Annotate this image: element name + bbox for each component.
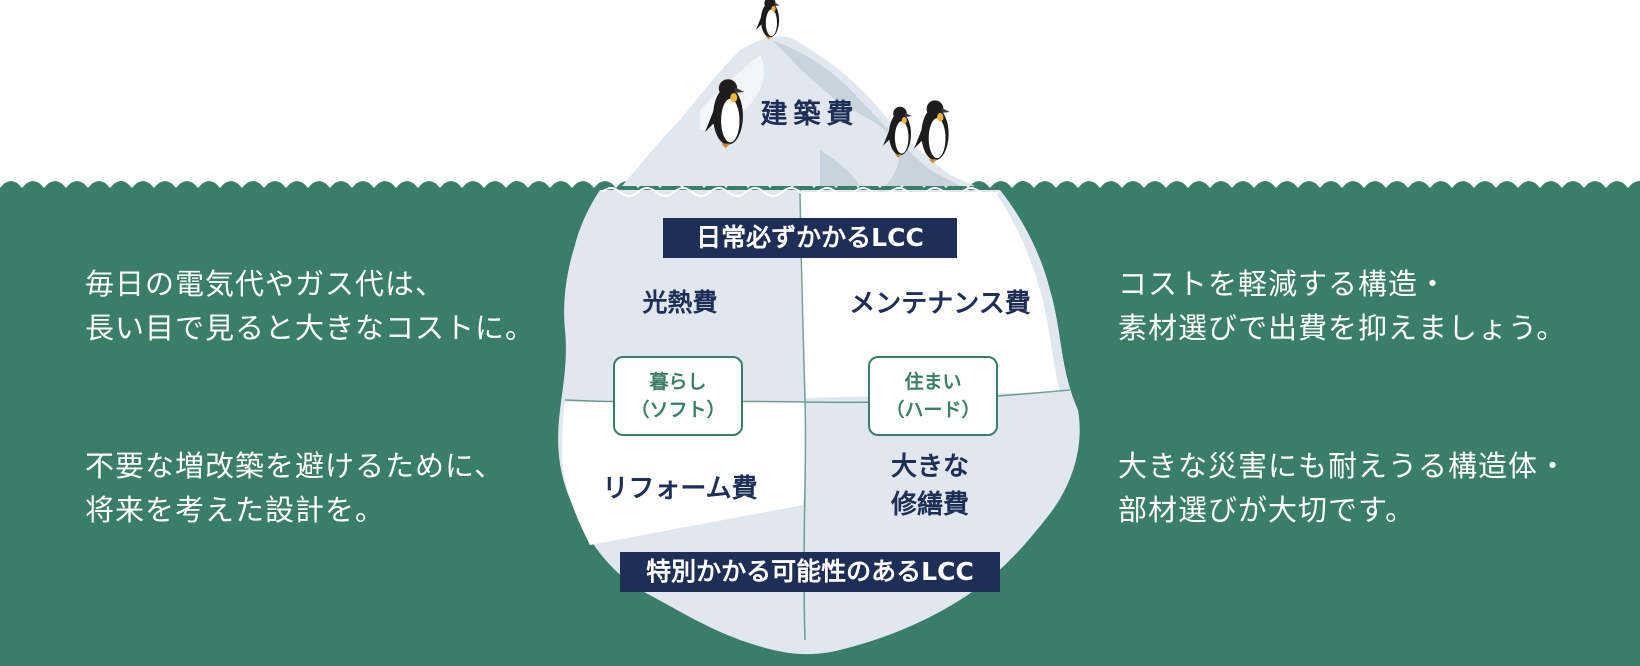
maintenance-cost-label: メンテナンス費 <box>820 283 1060 320</box>
hard-box-line: （ハード） <box>870 396 996 424</box>
soft-box: 暮らし （ソフト） <box>613 356 743 436</box>
right-text-maintenance: コストを軽減する構造・ 素材選びで出費を抑えましょう。 <box>1118 262 1566 350</box>
soft-box-line: （ソフト） <box>615 396 741 424</box>
text-line: 毎日の電気代やガス代は、 <box>85 262 535 306</box>
hard-box-line: 住まい <box>870 368 996 396</box>
construction-cost-label: 建築費 <box>740 92 880 131</box>
text-line: 素材選びで出費を抑えましょう。 <box>1118 306 1566 350</box>
reform-cost-label: リフォーム費 <box>585 468 775 505</box>
right-text-repair: 大きな災害にも耐えうる構造体・ 部材選びが大切です。 <box>1118 444 1568 532</box>
text-line: 大きな災害にも耐えうる構造体・ <box>1118 444 1568 488</box>
soft-box-line: 暮らし <box>615 368 741 396</box>
text-line: 将来を考えた設計を。 <box>85 488 504 532</box>
major-repair-line: 大きな <box>860 448 1000 486</box>
utility-cost-label: 光熱費 <box>600 283 760 319</box>
text-line: 不要な増改築を避けるために、 <box>85 444 504 488</box>
hard-box: 住まい （ハード） <box>868 356 998 436</box>
banner-special-lcc: 特別かかる可能性のあるLCC <box>620 552 1000 592</box>
left-text-reform: 不要な増改築を避けるために、 将来を考えた設計を。 <box>85 444 504 532</box>
text-line: 長い目で見ると大きなコストに。 <box>85 306 535 350</box>
banner-daily-lcc: 日常必ずかかるLCC <box>663 218 957 258</box>
left-text-utility: 毎日の電気代やガス代は、 長い目で見ると大きなコストに。 <box>85 262 535 350</box>
major-repair-line: 修繕費 <box>860 486 1000 524</box>
text-line: コストを軽減する構造・ <box>1118 262 1566 306</box>
text-line: 部材選びが大切です。 <box>1118 488 1568 532</box>
major-repair-cost-label: 大きな 修繕費 <box>860 448 1000 524</box>
penguin-icon <box>756 0 780 40</box>
